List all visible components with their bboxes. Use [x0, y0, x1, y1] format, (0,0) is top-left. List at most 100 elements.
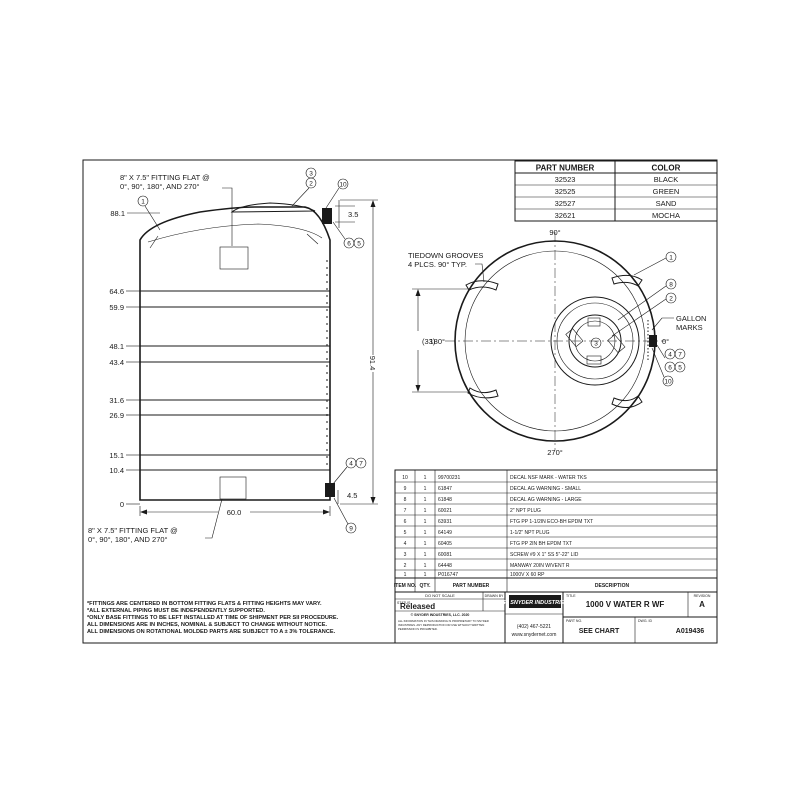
tiedown-groove	[611, 395, 643, 408]
svg-text:1-1/2" NPT PLUG: 1-1/2" NPT PLUG	[510, 530, 550, 536]
company-phone: (402) 467-5221	[517, 624, 551, 630]
note-line: *FITTINGS ARE CENTERED IN BOTTOM FITTING…	[87, 601, 322, 607]
bottom-fitting-dimension: 4.5	[347, 491, 357, 500]
company-logo: SII SNYDER INDUSTRIES	[502, 595, 568, 608]
height-label: 43.4	[109, 358, 124, 367]
svg-text:5: 5	[404, 530, 407, 536]
svg-text:8: 8	[404, 497, 407, 503]
bottom-side-fitting	[325, 483, 335, 497]
svg-text:60021: 60021	[438, 508, 452, 514]
svg-text:1: 1	[424, 563, 427, 569]
color-table-header-color: COLOR	[652, 164, 681, 173]
color-table-header-part: PART NUMBER	[536, 164, 595, 173]
svg-text:8: 8	[669, 282, 673, 289]
color-table-cell: BLACK	[654, 175, 679, 184]
manway-top	[550, 296, 640, 386]
note-line: ALL DIMENSIONS ON ROTATIONAL MOLDED PART…	[87, 629, 336, 635]
bom-header-item: ITEM NO.	[394, 583, 417, 589]
svg-text:2: 2	[669, 296, 673, 303]
bom-header-part: PART NUMBER	[453, 583, 490, 589]
bom-header-qty: QTY.	[419, 583, 431, 589]
tank-width-dimension: 60.0	[227, 508, 242, 517]
color-table-cell: 32525	[555, 187, 576, 196]
balloon: 6	[343, 237, 355, 249]
svg-text:DECAL AG WARNING - SMALL: DECAL AG WARNING - SMALL	[510, 486, 581, 492]
svg-text:FTG PP 1-1/2IN ECO-BH EPDM TXT: FTG PP 1-1/2IN ECO-BH EPDM TXT	[510, 519, 593, 525]
overall-height-dimension: 91.4	[368, 356, 377, 371]
svg-text:1: 1	[669, 255, 673, 262]
height-label: 48.1	[109, 342, 124, 351]
svg-text:1: 1	[424, 541, 427, 547]
tiedown-groove	[611, 274, 643, 287]
tiedown-groove	[465, 280, 499, 291]
status-label: STATUS	[397, 601, 411, 605]
dwg-id-value: A019436	[676, 628, 705, 635]
angle-label-0: 0°	[662, 337, 669, 346]
svg-text:SCREW #9 X 1" SS 5"-22" LID: SCREW #9 X 1" SS 5"-22" LID	[510, 552, 579, 558]
svg-text:6: 6	[347, 241, 351, 248]
tiedown-note: TIEDOWN GROOVES	[408, 251, 483, 260]
bottom-fitting-flat	[219, 476, 247, 500]
tiedown-note: 4 PLCS. 90° TYP.	[408, 260, 467, 269]
svg-text:1: 1	[424, 552, 427, 558]
svg-text:7: 7	[678, 352, 682, 359]
color-table-cell: GREEN	[653, 187, 680, 196]
svg-text:64448: 64448	[438, 563, 452, 569]
part-no-value: SEE CHART	[579, 628, 620, 635]
balloon: 1	[137, 195, 149, 207]
general-notes: *FITTINGS ARE CENTERED IN BOTTOM FITTING…	[87, 601, 339, 635]
svg-text:DECAL AG WARNING - LARGE: DECAL AG WARNING - LARGE	[510, 497, 582, 503]
drawn-by-label: DRAWN BY	[485, 594, 504, 598]
title-label: TITLE	[566, 594, 576, 598]
balloon: 10	[337, 178, 349, 190]
svg-text:61848: 61848	[438, 497, 452, 503]
svg-text:63931: 63931	[438, 519, 452, 525]
svg-text:2: 2	[309, 181, 313, 188]
height-label: 0	[120, 500, 124, 509]
svg-text:1: 1	[141, 199, 145, 206]
svg-text:4: 4	[349, 461, 353, 468]
top-fitting-dimension: 3.5	[348, 210, 358, 219]
color-table-cell: 32621	[555, 211, 576, 220]
height-label: 64.6	[109, 287, 124, 296]
svg-text:SII SNYDER INDUSTRIES: SII SNYDER INDUSTRIES	[502, 600, 568, 606]
drawing-title: 1000 V WATER R WF	[586, 600, 665, 609]
svg-text:6: 6	[404, 519, 407, 525]
bottom-fitting-note: 8" X 7.5" FITTING FLAT @	[88, 526, 178, 535]
svg-text:4: 4	[404, 541, 407, 547]
copyright: © SNYDER INDUSTRIES, LLC. 2020	[411, 613, 470, 617]
svg-text:10: 10	[402, 475, 408, 481]
top-fitting-note: 0°, 90°, 180°, AND 270°	[120, 182, 200, 191]
balloon: 3	[590, 337, 602, 349]
balloon: 7	[355, 457, 367, 469]
svg-text:1: 1	[424, 486, 427, 492]
svg-text:2" NPT PLUG: 2" NPT PLUG	[510, 508, 541, 514]
angle-label-180: 180°	[429, 337, 445, 346]
top-fitting-note: 8" X 7.5" FITTING FLAT @	[120, 173, 210, 182]
svg-text:9: 9	[349, 526, 353, 533]
svg-text:1: 1	[424, 497, 427, 503]
balloon: 3	[305, 167, 317, 179]
svg-text:10: 10	[339, 182, 347, 189]
balloon: 5	[674, 361, 686, 373]
height-label: 59.9	[109, 303, 124, 312]
top-view: 90° 180° 0° 270° (33) TIEDOWN GROOVES 4 …	[408, 228, 706, 457]
manway-lid	[230, 202, 316, 213]
balloon: 5	[353, 237, 365, 249]
top-view-side-fitting	[649, 335, 657, 347]
svg-text:1000V X 60 RP: 1000V X 60 RP	[510, 572, 545, 578]
balloon: 4	[664, 348, 676, 360]
svg-text:ALL INFORMATION IN THIS DRAWIN: ALL INFORMATION IN THIS DRAWING IS PROPR…	[398, 619, 489, 623]
svg-text:5: 5	[678, 365, 682, 372]
height-label: 26.9	[109, 411, 124, 420]
tiedown-groove	[467, 387, 499, 399]
svg-text:1: 1	[404, 572, 407, 578]
svg-text:FTG PP 2IN BH EPDM TXT: FTG PP 2IN BH EPDM TXT	[510, 541, 572, 547]
note-line: ALL DIMENSIONS ARE IN INCHES, NOMINAL & …	[87, 622, 327, 628]
side-view: 88.1 64.6 59.9 48.1 43.4 31.6 26.9 15.1 …	[88, 167, 378, 544]
balloon: 2	[305, 177, 317, 189]
svg-text:9: 9	[404, 486, 407, 492]
company-website: www.snydernet.com	[512, 632, 557, 638]
diameter-dimension: (33)	[422, 337, 436, 346]
